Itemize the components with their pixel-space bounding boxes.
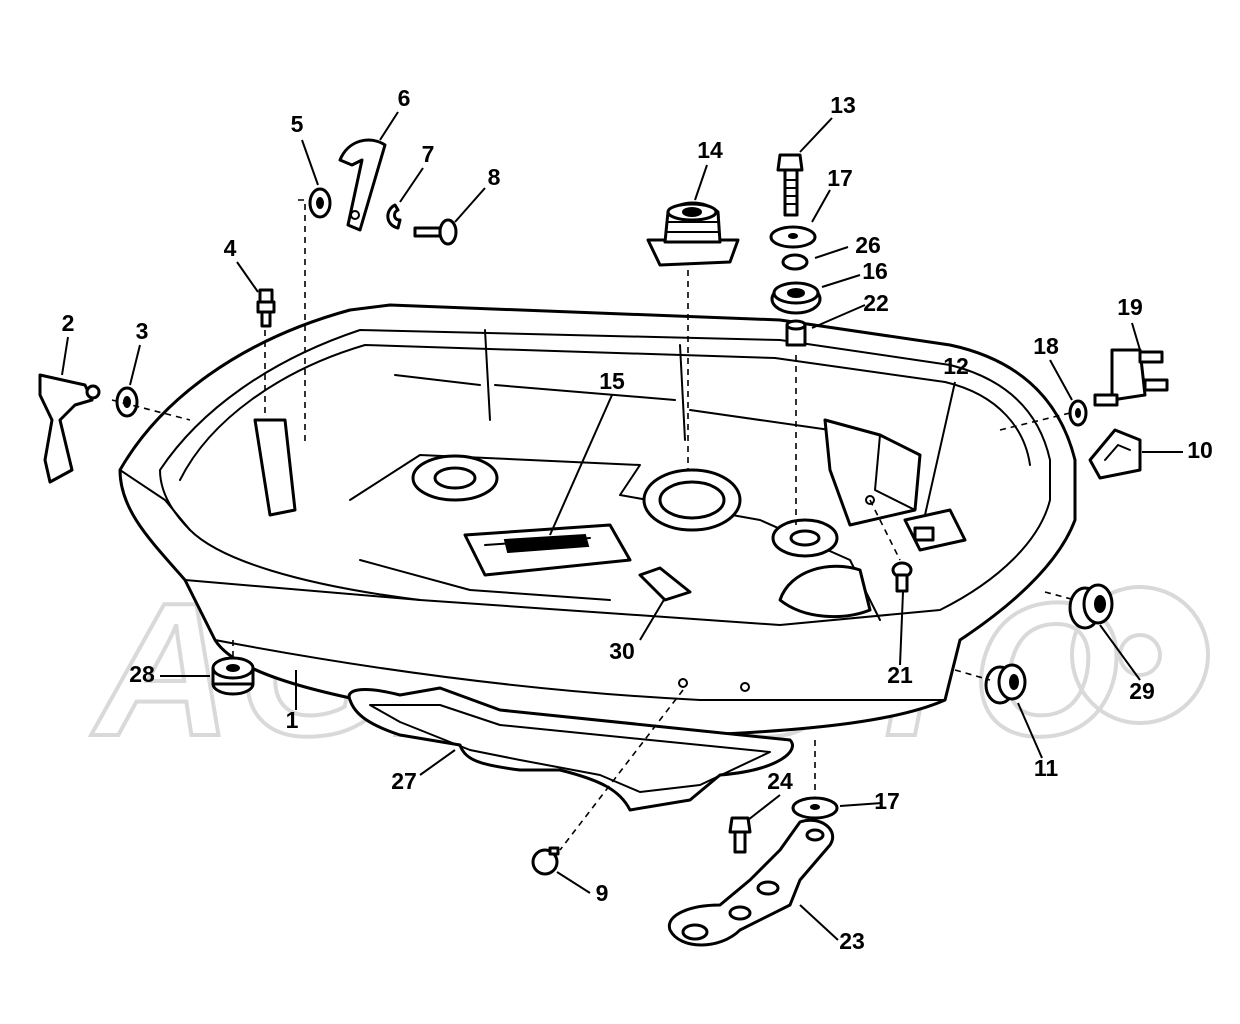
callout-19: 19 xyxy=(1117,294,1143,320)
part-24-bolt xyxy=(728,816,752,854)
callout-4: 4 xyxy=(224,235,237,261)
callout-14: 14 xyxy=(697,137,723,163)
part-8-pin xyxy=(413,218,458,246)
callout-29: 29 xyxy=(1129,678,1155,704)
callout-12: 12 xyxy=(943,353,969,379)
part-6-hook xyxy=(338,138,387,232)
part-17-washer-upper xyxy=(769,225,817,249)
part-21-screw xyxy=(891,561,913,593)
part-7-clip xyxy=(386,203,402,230)
part-30-clip xyxy=(638,566,692,602)
part-18-washer xyxy=(1068,399,1088,427)
part-29-grommet xyxy=(1068,583,1114,630)
part-16-grommet xyxy=(770,281,822,315)
callout-8: 8 xyxy=(488,164,501,190)
part-22-sleeve xyxy=(785,319,807,347)
callout-18: 18 xyxy=(1033,333,1059,359)
part-17-washer-lower xyxy=(791,796,839,820)
callout-2: 2 xyxy=(62,310,75,336)
callout-11: 11 xyxy=(1034,755,1059,781)
part-9-plug xyxy=(531,846,560,876)
callout-24: 24 xyxy=(767,768,793,794)
callout-7: 7 xyxy=(422,141,435,167)
part-10-grommet xyxy=(1088,428,1142,480)
part-14-boot xyxy=(646,201,740,267)
lower-cover-body xyxy=(118,303,1077,812)
part-5-washer xyxy=(308,187,332,219)
part-2-lever xyxy=(38,373,101,484)
part-4-fitting xyxy=(256,288,276,328)
callout-10: 10 xyxy=(1187,437,1213,463)
callout-21: 21 xyxy=(887,662,913,688)
callout-3: 3 xyxy=(136,318,149,344)
part-11-grommet xyxy=(984,663,1027,705)
part-3-washer xyxy=(115,386,139,418)
callout-labels: 1 2 3 4 5 6 7 8 9 10 11 12 13 14 15 16 1… xyxy=(62,85,1213,954)
assembly-lines xyxy=(111,199,1076,851)
callout-22: 22 xyxy=(863,290,889,316)
callout-9: 9 xyxy=(596,880,609,906)
part-26-washer xyxy=(781,253,809,271)
part-13-bolt xyxy=(776,153,804,217)
callout-15: 15 xyxy=(599,368,625,394)
callout-27: 27 xyxy=(391,768,417,794)
callout-28: 28 xyxy=(129,661,155,687)
part-15-filter xyxy=(463,523,632,577)
callout-16: 16 xyxy=(862,258,888,284)
callout-13: 13 xyxy=(830,92,856,118)
callout-30: 30 xyxy=(609,638,635,664)
callout-23: 23 xyxy=(839,928,865,954)
leader-lines xyxy=(61,111,1183,941)
callout-26: 26 xyxy=(855,232,881,258)
part-12-bracket xyxy=(903,508,967,552)
part-28-grommet xyxy=(211,656,255,696)
callout-6: 6 xyxy=(398,85,411,111)
part-23-bracket xyxy=(667,818,835,947)
part-19-connector xyxy=(1093,348,1169,407)
callout-1: 1 xyxy=(286,707,299,733)
callout-17-lower: 17 xyxy=(874,788,900,814)
callout-5: 5 xyxy=(291,111,304,137)
callout-17-upper: 17 xyxy=(827,165,853,191)
